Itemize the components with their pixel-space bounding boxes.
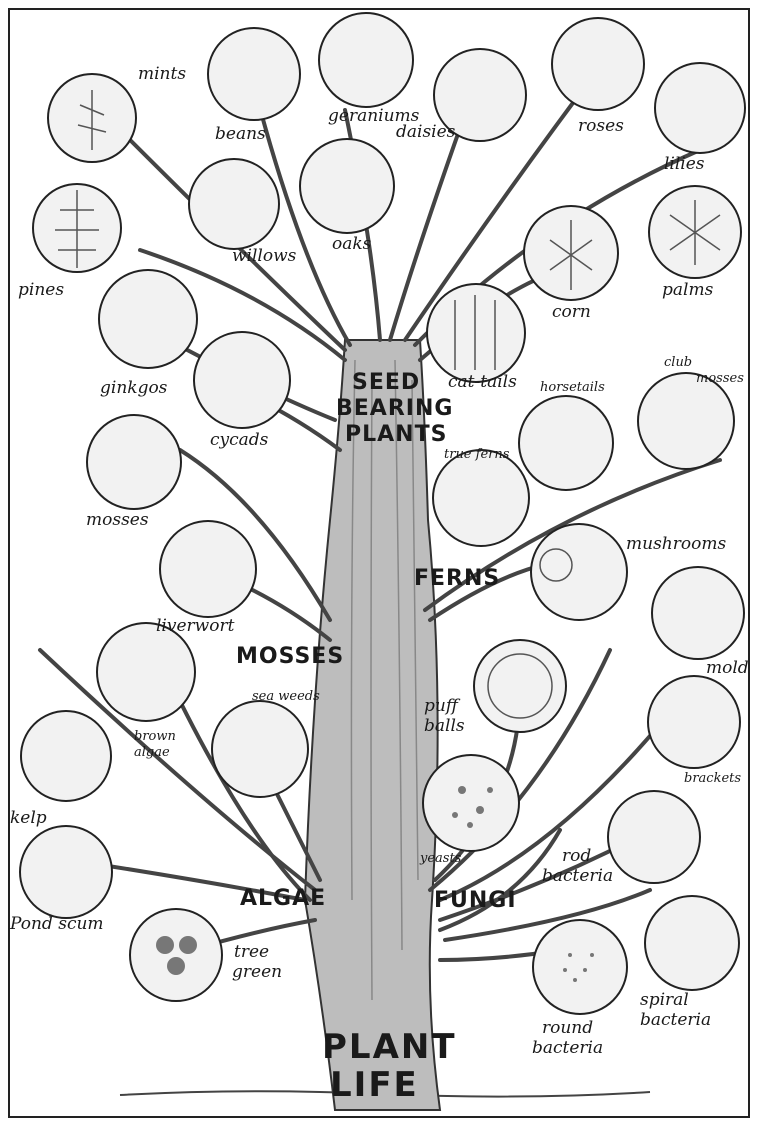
tree-green-circle [130, 909, 222, 1001]
label-rod-bacteria: bacteria [542, 868, 613, 885]
label-algae-group: ALGAE [240, 888, 326, 910]
kelp-circle [21, 711, 111, 801]
label-liverwort: liverwort [156, 618, 234, 635]
label-mints: mints [138, 66, 186, 83]
label-willows: willows [232, 248, 296, 265]
label-mold: mold [706, 660, 749, 677]
oaks-circle [300, 139, 394, 233]
label-seed: SEED [352, 372, 420, 394]
roses-circle [552, 18, 644, 110]
label-roses: roses [578, 118, 624, 135]
label-brown-algae: algae [134, 746, 170, 759]
label-sea-weeds: sea weeds [252, 690, 320, 703]
label-plant: PLANT [322, 1030, 457, 1064]
round-bacteria-circle [533, 920, 627, 1014]
label-ginkgos: ginkgos [100, 380, 167, 397]
label-mosses: mosses [86, 512, 149, 529]
brown-algae-circle [97, 623, 195, 721]
label-horsetails: horsetails [540, 381, 605, 394]
beans-circle [208, 28, 300, 120]
label-tree-green: green [232, 964, 282, 981]
label-plants: PLANTS [345, 424, 447, 446]
spiral-bacteria-circle [645, 896, 739, 990]
label-lilies: lilies [664, 156, 705, 173]
label-cat-tails: cat-tails [448, 374, 517, 391]
label-spiral-bacteria: bacteria [640, 1012, 711, 1029]
geraniums-circle [319, 13, 413, 107]
horsetails-circle [519, 396, 613, 490]
label-rod: rod [562, 848, 591, 865]
lilies-circle [655, 63, 745, 153]
sea-weeds-circle [212, 701, 308, 797]
label-fungi-group: FUNGI [434, 890, 517, 912]
mushrooms-circle [531, 524, 627, 620]
label-club-mosses: mosses [696, 372, 744, 385]
label-daisies: daisies [396, 124, 455, 141]
label-oaks: oaks [332, 236, 371, 253]
label-palms: palms [662, 282, 713, 299]
liverwort-circle [160, 521, 256, 617]
label-beans: beans [215, 126, 266, 143]
willows-circle [189, 159, 279, 249]
cycads-circle [194, 332, 290, 428]
pond-scum-circle [20, 826, 112, 918]
label-club: club [664, 356, 692, 369]
label-cycads: cycads [210, 432, 268, 449]
label-true-ferns: true ferns [444, 448, 509, 461]
true-ferns-circle [433, 450, 529, 546]
club-mosses-circle [638, 373, 734, 469]
label-brown: brown [134, 730, 176, 743]
label-puff: puff [424, 698, 458, 715]
label-mosses-group: MOSSES [236, 646, 344, 668]
ginkgos-circle [99, 270, 197, 368]
mosses-circle [87, 415, 181, 509]
label-spiral: spiral [640, 992, 689, 1009]
label-kelp: kelp [10, 810, 47, 827]
label-tree: tree [234, 944, 269, 961]
label-yeasts: yeasts [420, 852, 461, 865]
rod-bacteria-circle [608, 791, 700, 883]
label-pond-scum: Pond scum [10, 916, 104, 933]
label-mushrooms: mushrooms [626, 536, 726, 553]
label-life: LIFE [330, 1068, 419, 1102]
label-bearing: BEARING [336, 398, 453, 420]
label-brackets: brackets [684, 772, 741, 785]
brackets-circle [648, 676, 740, 768]
label-round: round [542, 1020, 593, 1037]
label-corn: corn [552, 304, 591, 321]
label-ferns-group: FERNS [414, 568, 500, 590]
mold-circle [652, 567, 744, 659]
cat-tails-circle [427, 284, 525, 382]
label-pines: pines [18, 282, 64, 299]
label-round-bacteria: bacteria [532, 1040, 603, 1057]
label-puff-balls: balls [424, 718, 465, 735]
yeasts-circle [423, 755, 519, 851]
